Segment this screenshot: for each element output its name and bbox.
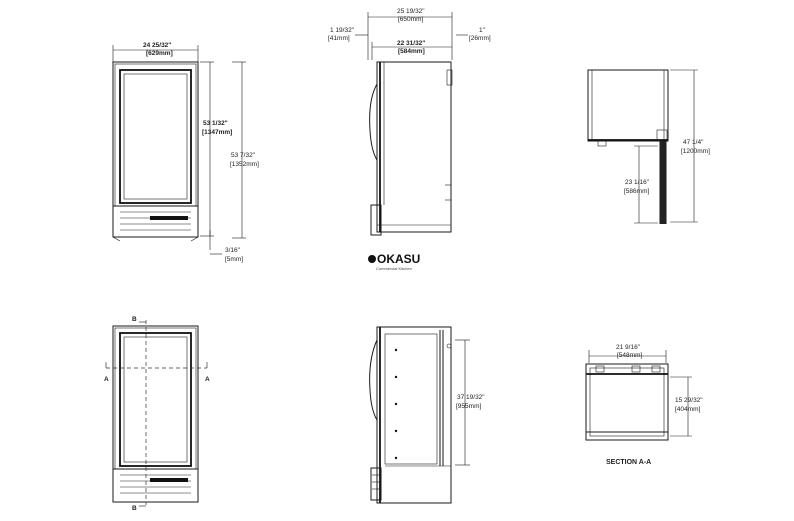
side-body-label: 22 31/32"	[397, 40, 425, 47]
side-body-mm: [584mm]	[398, 48, 425, 55]
side-depth-label: 25 19/32"	[397, 8, 425, 15]
logo-tagline: Commercial Kitchen	[376, 266, 412, 271]
front-width-dim: 24 25/32" [629mm]	[112, 42, 199, 62]
section-height-mm: [955mm]	[456, 403, 481, 410]
cut-marker-b-bottom: B	[132, 505, 146, 512]
side-handle-mm: [41mm]	[328, 35, 350, 42]
cut-b-label-bottom: B	[132, 505, 137, 512]
side-depth-mm: [650mm]	[398, 16, 423, 23]
front-inner-height-dim: 53 1/32" [1347mm]	[200, 61, 232, 237]
section-aa-width-dim: 21 9/16" [548mm]	[588, 344, 667, 363]
side-back-mm: [26mm]	[469, 35, 491, 42]
side-handle-label: 1 19/32"	[330, 27, 355, 34]
section-aa-height-mm: [404mm]	[675, 406, 700, 413]
front-foot-label: 3/16"	[225, 247, 241, 254]
section-height-label: 37 19/32"	[457, 394, 485, 401]
section-aa-width-label: 21 9/16"	[616, 344, 641, 351]
front-foot-mm: [5mm]	[225, 256, 243, 263]
section-aa-height-label: 15 29/32"	[675, 397, 703, 404]
brand-logo: OKASU Commercial Kitchen	[368, 252, 420, 271]
side-body-dim: 22 31/32" [584mm]	[371, 40, 452, 60]
front-cut-view	[106, 320, 207, 505]
section-aa-view	[585, 363, 669, 441]
cut-b-label-top: B	[132, 316, 137, 323]
section-aa-width-mm: [548mm]	[617, 352, 642, 359]
front-width-mm: [629mm]	[146, 50, 173, 57]
top-lower-mm: [586mm]	[624, 188, 649, 195]
top-height-label: 47 1/4"	[683, 139, 704, 146]
section-side-view	[369, 326, 452, 504]
front-inner-height-label: 53 1/32"	[203, 120, 228, 127]
side-handle-dim: 1 19/32" [41mm]	[328, 27, 368, 42]
cut-marker-b-top: B	[132, 316, 146, 323]
front-total-height-mm: [1352mm]	[230, 161, 259, 168]
section-aa-title: SECTION A-A	[606, 459, 651, 466]
cut-marker-a-left: A	[104, 362, 109, 383]
cut-a-label-left: A	[104, 376, 109, 383]
front-total-height-label: 53 7/32"	[231, 152, 256, 159]
top-view	[587, 69, 669, 224]
side-depth-dim: 25 19/32" [650mm]	[367, 8, 453, 60]
top-lower-label: 23 1/16"	[625, 179, 650, 186]
front-foot-dim: 3/16" [5mm]	[209, 230, 243, 263]
cut-marker-a-right: A	[205, 362, 210, 383]
side-view	[369, 61, 453, 236]
front-view	[112, 61, 199, 242]
front-width-label: 24 25/32"	[143, 42, 171, 49]
side-back-label: 1"	[479, 27, 486, 34]
side-back-dim: 1" [26mm]	[456, 27, 491, 42]
section-aa-height-dim: 15 29/32" [404mm]	[670, 376, 703, 437]
logo-text: OKASU	[377, 252, 420, 266]
top-height-mm: [1200mm]	[681, 148, 710, 155]
top-lower-dim: 23 1/16" [586mm]	[624, 145, 658, 224]
front-total-height-dim: 53 7/32" [1352mm]	[230, 61, 259, 239]
cut-a-label-right: A	[205, 376, 210, 383]
top-height-dim: 47 1/4" [1200mm]	[670, 69, 710, 223]
section-height-dim: 37 19/32" [955mm]	[455, 339, 485, 466]
front-inner-height-mm: [1347mm]	[202, 129, 232, 136]
